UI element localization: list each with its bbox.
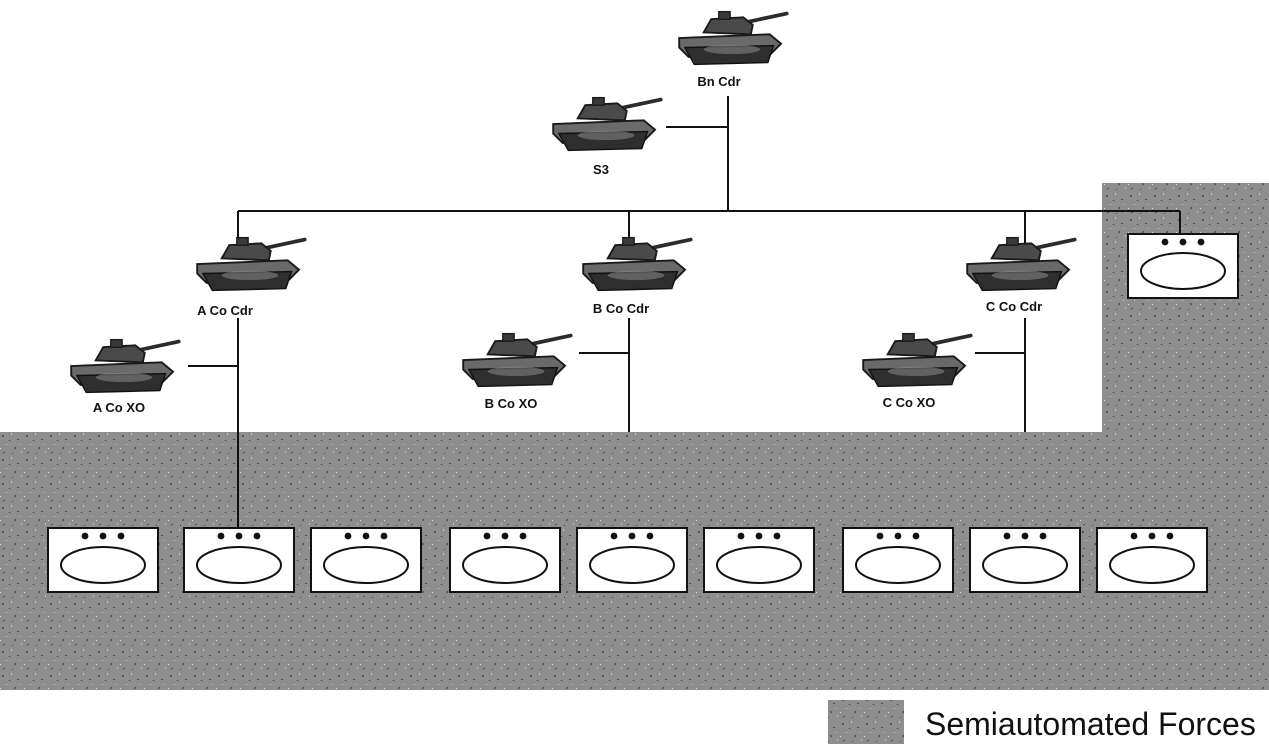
unit-b-co-cdr: B Co Cdr [581,235,693,316]
tank-icon [69,337,181,395]
workstation-icon [969,527,1081,593]
legend: Semiautomated Forces [828,700,1256,744]
unit-c-co-xo: C Co XO [861,331,973,410]
unit-b-co-xo: B Co XO [461,331,573,411]
unit-label: C Co Cdr [986,299,1042,314]
legend-label: Semiautomated Forces [925,706,1256,742]
tank-icon [677,9,789,67]
unit-label: Bn Cdr [697,74,740,89]
unit-s3: S3 [551,95,663,177]
workstation-icon [1096,527,1208,593]
unit-a-co-xo: A Co XO [69,337,181,415]
unit-label: S3 [593,162,609,177]
unit-label: C Co XO [883,395,936,410]
tank-icon [195,235,307,293]
tank-icon [965,235,1077,293]
unit-label: A Co XO [93,400,145,415]
tank-icon [551,95,663,153]
unit-label: B Co XO [485,396,538,411]
tank-icon [461,331,573,389]
workstation-icon [1127,233,1239,299]
connector-lines [188,96,1181,545]
workstation-icon [47,527,159,593]
workstation-icon [449,527,561,593]
workstation-icon [310,527,422,593]
tank-icon [861,331,973,389]
unit-a-co-cdr: A Co Cdr [195,235,307,318]
workstation-icon [703,527,815,593]
workstation-icon [183,527,295,593]
tank-icon [581,235,693,293]
unit-bn-cdr: Bn Cdr [677,9,789,89]
unit-label: A Co Cdr [197,303,253,318]
workstation-icon [576,527,688,593]
unit-c-co-cdr: C Co Cdr [965,235,1077,314]
workstation-icon [842,527,954,593]
legend-swatch [828,700,904,744]
unit-label: B Co Cdr [593,301,649,316]
